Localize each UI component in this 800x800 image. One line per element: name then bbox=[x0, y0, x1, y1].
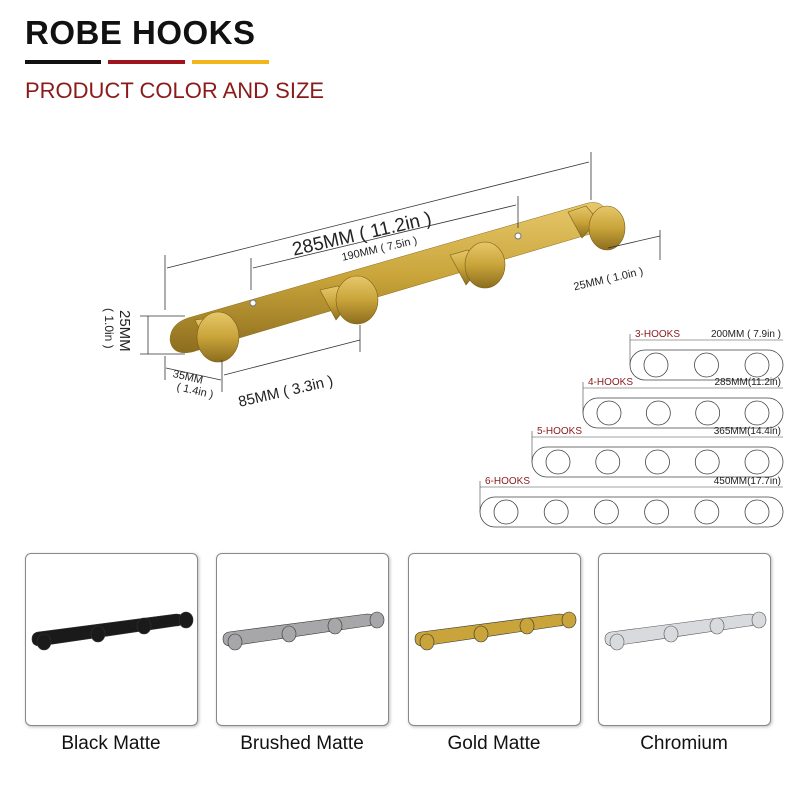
divider-yellow bbox=[192, 60, 269, 64]
size-hook-circle bbox=[643, 352, 669, 378]
divider-black bbox=[25, 60, 101, 64]
size-hook-circle bbox=[744, 352, 770, 378]
finish-card-brushed-matte[interactable] bbox=[216, 553, 389, 726]
size-hook-circle bbox=[694, 499, 720, 525]
hook bbox=[227, 633, 243, 651]
size-hook-circle bbox=[644, 499, 669, 525]
size-hook-circle bbox=[595, 449, 621, 475]
size-length-label: 200MM ( 7.9in ) bbox=[711, 329, 781, 340]
size-option-6-hooks: 6-HOOKS 450MM(17.7in) bbox=[479, 476, 784, 528]
size-hook-circle bbox=[744, 400, 770, 426]
size-rail-outline bbox=[582, 397, 784, 429]
hook-spacing-label: 85MM ( 3.3in ) bbox=[237, 372, 335, 410]
size-hook-circle bbox=[545, 449, 571, 475]
size-length-label: 365MM(14.4in) bbox=[714, 426, 781, 437]
page-title: ROBE HOOKS bbox=[25, 14, 256, 51]
size-hooks-label: 3-HOOKS bbox=[635, 329, 680, 340]
finish-card-chromium[interactable] bbox=[598, 553, 771, 726]
hook bbox=[281, 625, 297, 643]
rail bbox=[604, 613, 758, 647]
size-hook-circle bbox=[694, 449, 720, 475]
hook bbox=[327, 617, 343, 635]
size-hook-circle bbox=[594, 499, 619, 525]
size-hooks-label: 5-HOOKS bbox=[537, 426, 582, 437]
hook bbox=[36, 633, 52, 651]
finish-label: Gold Matte bbox=[447, 733, 541, 754]
end-offset-in-label: ( 1.4in ) bbox=[175, 381, 214, 401]
hook bbox=[194, 205, 626, 363]
finish-card-black-matte[interactable] bbox=[25, 553, 198, 726]
hook bbox=[751, 611, 767, 629]
size-hook-circle bbox=[645, 449, 670, 475]
screw-hole bbox=[514, 232, 522, 240]
screw-hole bbox=[249, 299, 257, 307]
divider-red bbox=[108, 60, 185, 64]
hook bbox=[419, 633, 435, 651]
size-hooks-label: 6-HOOKS bbox=[485, 476, 530, 487]
hook bbox=[136, 617, 152, 635]
size-option-3-hooks: 3-HOOKS 200MM ( 7.9in ) bbox=[629, 329, 784, 381]
product-thumbnail bbox=[222, 611, 385, 651]
hook bbox=[609, 633, 625, 651]
hook bbox=[561, 611, 577, 629]
size-rail-outline bbox=[531, 446, 784, 478]
product-thumbnail bbox=[604, 611, 767, 651]
size-hook-circle bbox=[493, 499, 519, 525]
rail bbox=[414, 613, 568, 647]
rail bbox=[222, 613, 376, 647]
hook bbox=[90, 625, 106, 643]
finish-label: Black Matte bbox=[61, 733, 161, 754]
finish-card-gold-matte[interactable] bbox=[408, 553, 581, 726]
hook bbox=[369, 611, 385, 629]
size-length-label: 285MM(11.2in) bbox=[714, 377, 781, 388]
hook bbox=[663, 625, 679, 643]
hook bbox=[178, 611, 194, 629]
hook bbox=[473, 625, 489, 643]
size-hook-circle bbox=[695, 400, 721, 426]
page-subtitle: PRODUCT COLOR AND SIZE bbox=[25, 78, 325, 103]
product-thumbnail bbox=[31, 611, 194, 651]
size-length-label: 450MM(17.7in) bbox=[714, 476, 781, 487]
size-hook-circle bbox=[596, 400, 622, 426]
size-rail-outline bbox=[629, 349, 784, 381]
height-in-label: ( 1.0in ) bbox=[102, 308, 116, 349]
size-hook-circle bbox=[694, 352, 719, 378]
hook-depth-label: 25MM ( 1.0in ) bbox=[573, 266, 645, 294]
size-hook-circle bbox=[744, 499, 770, 525]
size-hook-circle bbox=[543, 499, 569, 525]
finish-label: Chromium bbox=[640, 733, 728, 754]
size-rail-outline bbox=[479, 496, 784, 528]
size-hook-circle bbox=[744, 449, 770, 475]
hook bbox=[709, 617, 725, 635]
size-option-4-hooks: 4-HOOKS 285MM(11.2in) bbox=[582, 377, 784, 429]
height-mm-label: 25MM bbox=[116, 310, 133, 352]
rail bbox=[31, 613, 185, 647]
size-hooks-label: 4-HOOKS bbox=[588, 377, 633, 388]
size-option-5-hooks: 5-HOOKS 365MM(14.4in) bbox=[531, 426, 784, 478]
finish-label: Brushed Matte bbox=[240, 733, 364, 754]
size-hook-circle bbox=[645, 400, 671, 426]
product-thumbnail bbox=[414, 611, 577, 651]
hook bbox=[519, 617, 535, 635]
